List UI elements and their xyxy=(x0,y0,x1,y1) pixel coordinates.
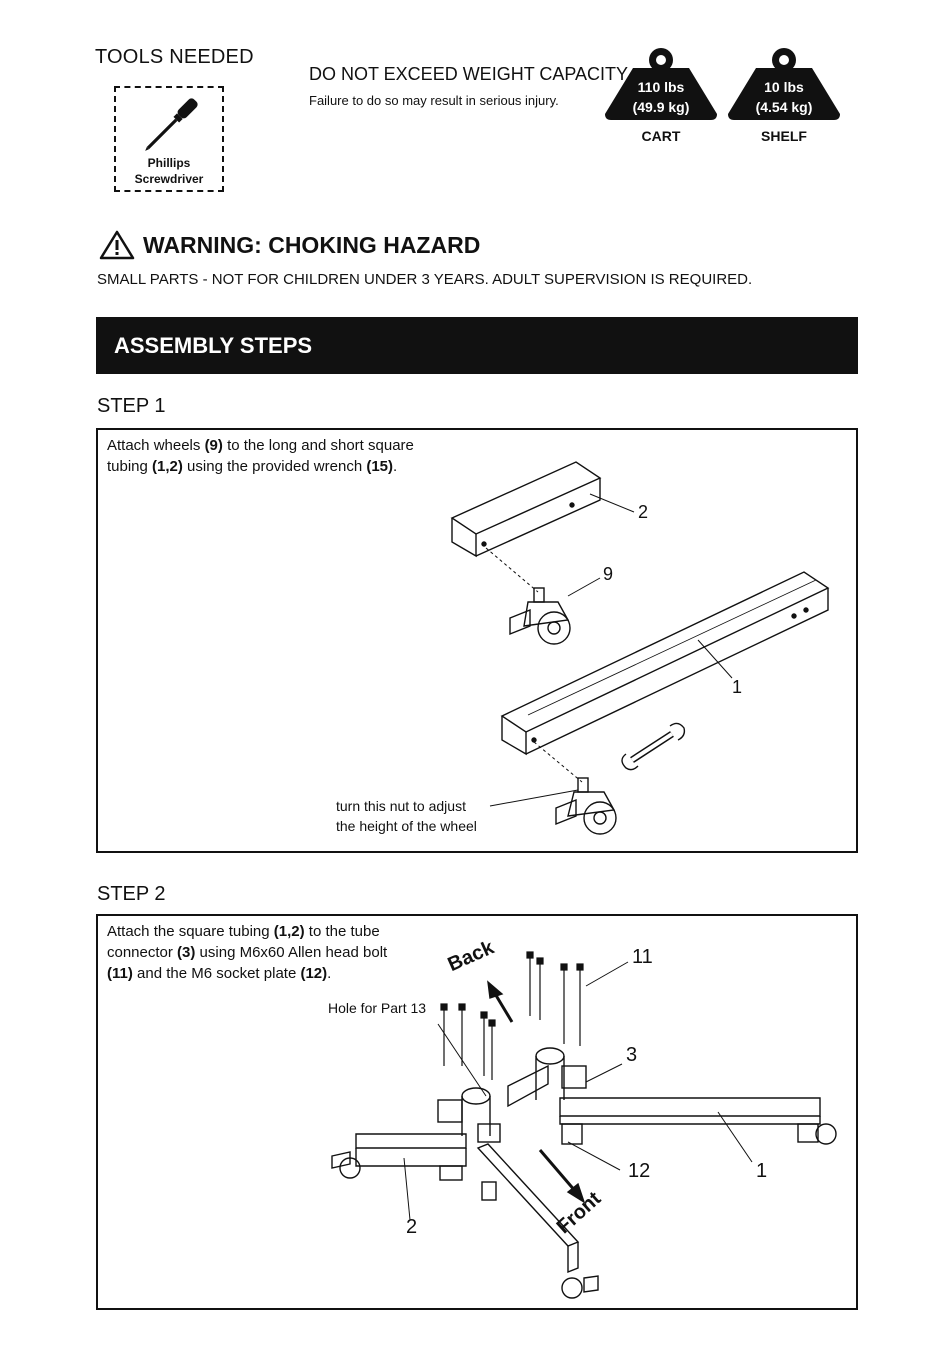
tools-needed-title: TOOLS NEEDED xyxy=(95,46,254,69)
step2-box: Attach the square tubing (1,2) to the tu… xyxy=(96,914,858,1310)
long-tube-part-1 xyxy=(502,572,828,754)
short-tube-part-2 xyxy=(452,462,600,556)
step1-box: Attach wheels (9) to the long and short … xyxy=(96,428,858,853)
screwdriver-icon xyxy=(116,88,226,158)
warning-triangle-icon xyxy=(99,230,135,260)
front-arrow xyxy=(540,1150,584,1202)
warning-text: SMALL PARTS - NOT FOR CHILDREN UNDER 3 Y… xyxy=(97,271,752,288)
callout-part-3: 3 xyxy=(626,1044,637,1067)
tool-name-line1: Phillips xyxy=(116,155,222,171)
warning-heading: WARNING: CHOKING HAZARD xyxy=(99,230,480,260)
assembly-steps-banner: ASSEMBLY STEPS xyxy=(96,317,858,374)
shelf-lbs: 10 lbs xyxy=(728,77,840,97)
shelf-kg: (4.54 kg) xyxy=(728,97,840,117)
callout-part-11: 11 xyxy=(632,946,653,969)
callout-part-9: 9 xyxy=(603,564,613,585)
hole-label: Hole for Part 13 xyxy=(328,998,426,1018)
warning-title: WARNING: CHOKING HAZARD xyxy=(143,232,480,259)
caster-wheel-part-9 xyxy=(486,548,570,644)
step1-diagram xyxy=(98,430,856,851)
callout-part-2: 2 xyxy=(406,1216,417,1239)
back-arrow xyxy=(488,982,512,1022)
short-tube-part-2 xyxy=(332,1134,466,1180)
tool-name-line2: Screwdriver xyxy=(116,171,222,187)
callout-part-2: 2 xyxy=(638,502,648,523)
cart-label: CART xyxy=(605,128,717,144)
cart-kg: (49.9 kg) xyxy=(605,97,717,117)
callout-part-1: 1 xyxy=(756,1160,767,1183)
cart-lbs: 110 lbs xyxy=(605,77,717,97)
callout-part-1: 1 xyxy=(732,677,742,698)
wrench-part-15 xyxy=(622,723,684,769)
wheel-height-note: turn this nut to adjust the height of th… xyxy=(336,796,477,836)
tube-connector-part-3 xyxy=(438,1048,586,1142)
callout-part-12: 12 xyxy=(628,1160,650,1183)
step1-title: STEP 1 xyxy=(97,395,166,418)
long-tube-part-1 xyxy=(560,1098,836,1144)
caster-wheel-lower xyxy=(534,742,616,834)
step2-title: STEP 2 xyxy=(97,883,166,906)
note-line1: turn this nut to adjust xyxy=(336,796,477,816)
cart-weight-badge: 110 lbs (49.9 kg) CART xyxy=(605,46,717,166)
shelf-weight-badge: 10 lbs (4.54 kg) SHELF xyxy=(728,46,840,166)
note-line2: the height of the wheel xyxy=(336,816,477,836)
step2-diagram xyxy=(98,916,856,1308)
tools-box: Phillips Screwdriver xyxy=(114,86,224,192)
shelf-label: SHELF xyxy=(728,128,840,144)
capacity-subtitle: Failure to do so may result in serious i… xyxy=(309,93,559,108)
capacity-title: DO NOT EXCEED WEIGHT CAPACITY. xyxy=(309,64,631,85)
